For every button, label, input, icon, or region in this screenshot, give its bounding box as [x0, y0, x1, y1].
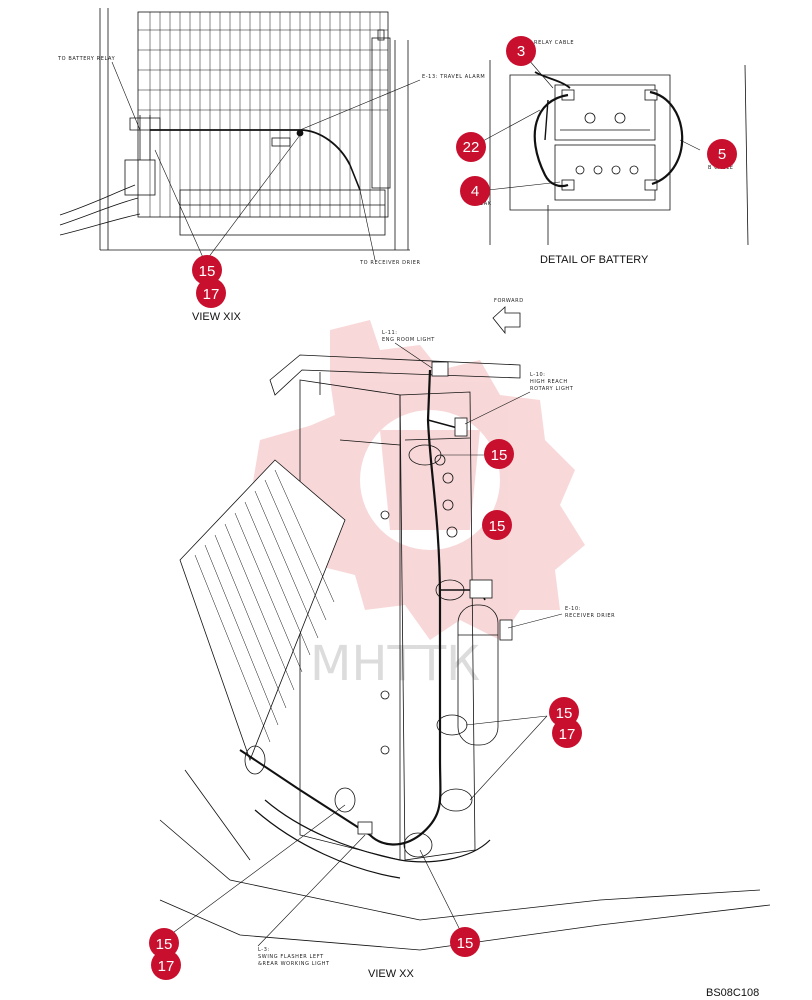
view-xx-drawing	[159, 306, 771, 951]
callout-badge-4[interactable]: 4	[460, 176, 490, 206]
callout-number: 17	[203, 286, 220, 303]
label-relay-cable: RELAY CABLE	[534, 40, 574, 46]
label-l3-desc1: SWING FLASHER LEFT	[258, 954, 324, 960]
callout-badge-15-l10[interactable]: 15	[484, 439, 514, 469]
callout-number: 17	[559, 726, 576, 743]
callout-number: 5	[718, 146, 726, 163]
label-forward: FORWARD	[494, 298, 524, 304]
label-l11-desc: ENG ROOM LIGHT	[382, 337, 435, 343]
callout-badge-15-view-xix[interactable]: 15	[192, 255, 222, 285]
label-l3-desc2: &REAR WORKING LIGHT	[258, 961, 330, 967]
detail-battery-title: DETAIL OF BATTERY	[540, 254, 649, 266]
callout-badge-17-left[interactable]: 17	[151, 950, 181, 980]
callout-number: 3	[517, 43, 525, 60]
callout-number: 15	[457, 935, 474, 952]
callout-number: 15	[156, 936, 173, 953]
label-l11-code: L-11:	[382, 330, 398, 336]
callout-badge-15-left[interactable]: 15	[149, 928, 179, 958]
view-xx-title: VIEW XX	[368, 968, 415, 980]
callout-badge-17-view-xix[interactable]: 17	[196, 278, 226, 308]
callout-number: 15	[489, 518, 506, 535]
label-l10-code: L-10:	[530, 372, 546, 378]
label-l10-desc2: ROTARY LIGHT	[530, 386, 574, 392]
callout-number: 15	[491, 447, 508, 464]
callout-badge-15-drier-clamp[interactable]: 15	[482, 510, 512, 540]
battery-detail-drawing	[469, 51, 749, 246]
callout-badge-15-right[interactable]: 15	[549, 697, 579, 727]
callout-number: 22	[463, 139, 480, 156]
label-to-receiver-drier: TO RECEIVER DRIER	[359, 260, 421, 266]
label-e10-desc: RECEIVER DRIER	[565, 613, 615, 619]
label-l10-desc1: HIGH REACH	[530, 379, 568, 385]
label-eak: EAK	[480, 201, 492, 207]
label-l3-code: L-3:	[258, 947, 270, 953]
callout-badge-22[interactable]: 22	[456, 132, 486, 162]
callout-number: 15	[556, 705, 573, 722]
callout-badge-3[interactable]: 3	[506, 36, 536, 66]
label-travel-alarm: E-13: TRAVEL ALARM	[422, 74, 485, 80]
watermark-text: МНТТК	[310, 636, 480, 692]
callout-number: 15	[199, 263, 216, 280]
drawing-code: BS08C108	[706, 987, 759, 999]
view-xix-title: VIEW XIX	[192, 311, 242, 323]
callout-badge-5[interactable]: 5	[707, 139, 737, 169]
view-xix-drawing	[59, 8, 421, 263]
callout-number: 4	[471, 183, 479, 200]
label-e10-code: E-10:	[565, 606, 581, 612]
label-to-battery-relay: TO BATTERY RELAY	[57, 56, 116, 62]
callout-number: 17	[158, 958, 175, 975]
callout-badge-15-bottom[interactable]: 15	[450, 927, 480, 957]
